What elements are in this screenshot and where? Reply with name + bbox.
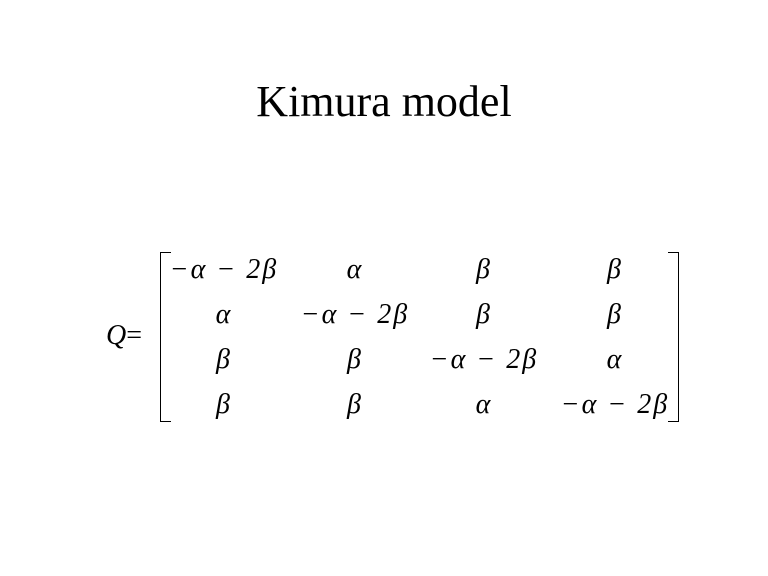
matrix-cell: β — [607, 254, 623, 285]
matrix-cell: −α − 2β — [169, 254, 279, 285]
matrix-cell: β — [607, 299, 623, 330]
slide-title: Kimura model — [256, 77, 512, 126]
right-bracket — [668, 252, 679, 422]
matrix-cell: β — [216, 389, 232, 420]
matrix-cell: α — [606, 344, 624, 375]
matrix-cell: β — [476, 254, 492, 285]
matrix-cell: β — [347, 344, 363, 375]
matrix-label: Q= — [106, 320, 142, 352]
matrix-cell: −α − 2β — [429, 344, 539, 375]
matrix-symbol: Q — [106, 320, 127, 351]
matrix-cell: β — [216, 344, 232, 375]
matrix-cell: −α − 2β — [300, 299, 410, 330]
matrix-cell: −α − 2β — [560, 389, 670, 420]
matrix-cell: β — [347, 389, 363, 420]
matrix-cell: α — [215, 299, 233, 330]
equals-sign: = — [126, 320, 143, 351]
matrix-cell: α — [475, 389, 493, 420]
matrix-cell: α — [346, 254, 364, 285]
matrix-cell: β — [476, 299, 492, 330]
left-bracket — [160, 252, 171, 422]
